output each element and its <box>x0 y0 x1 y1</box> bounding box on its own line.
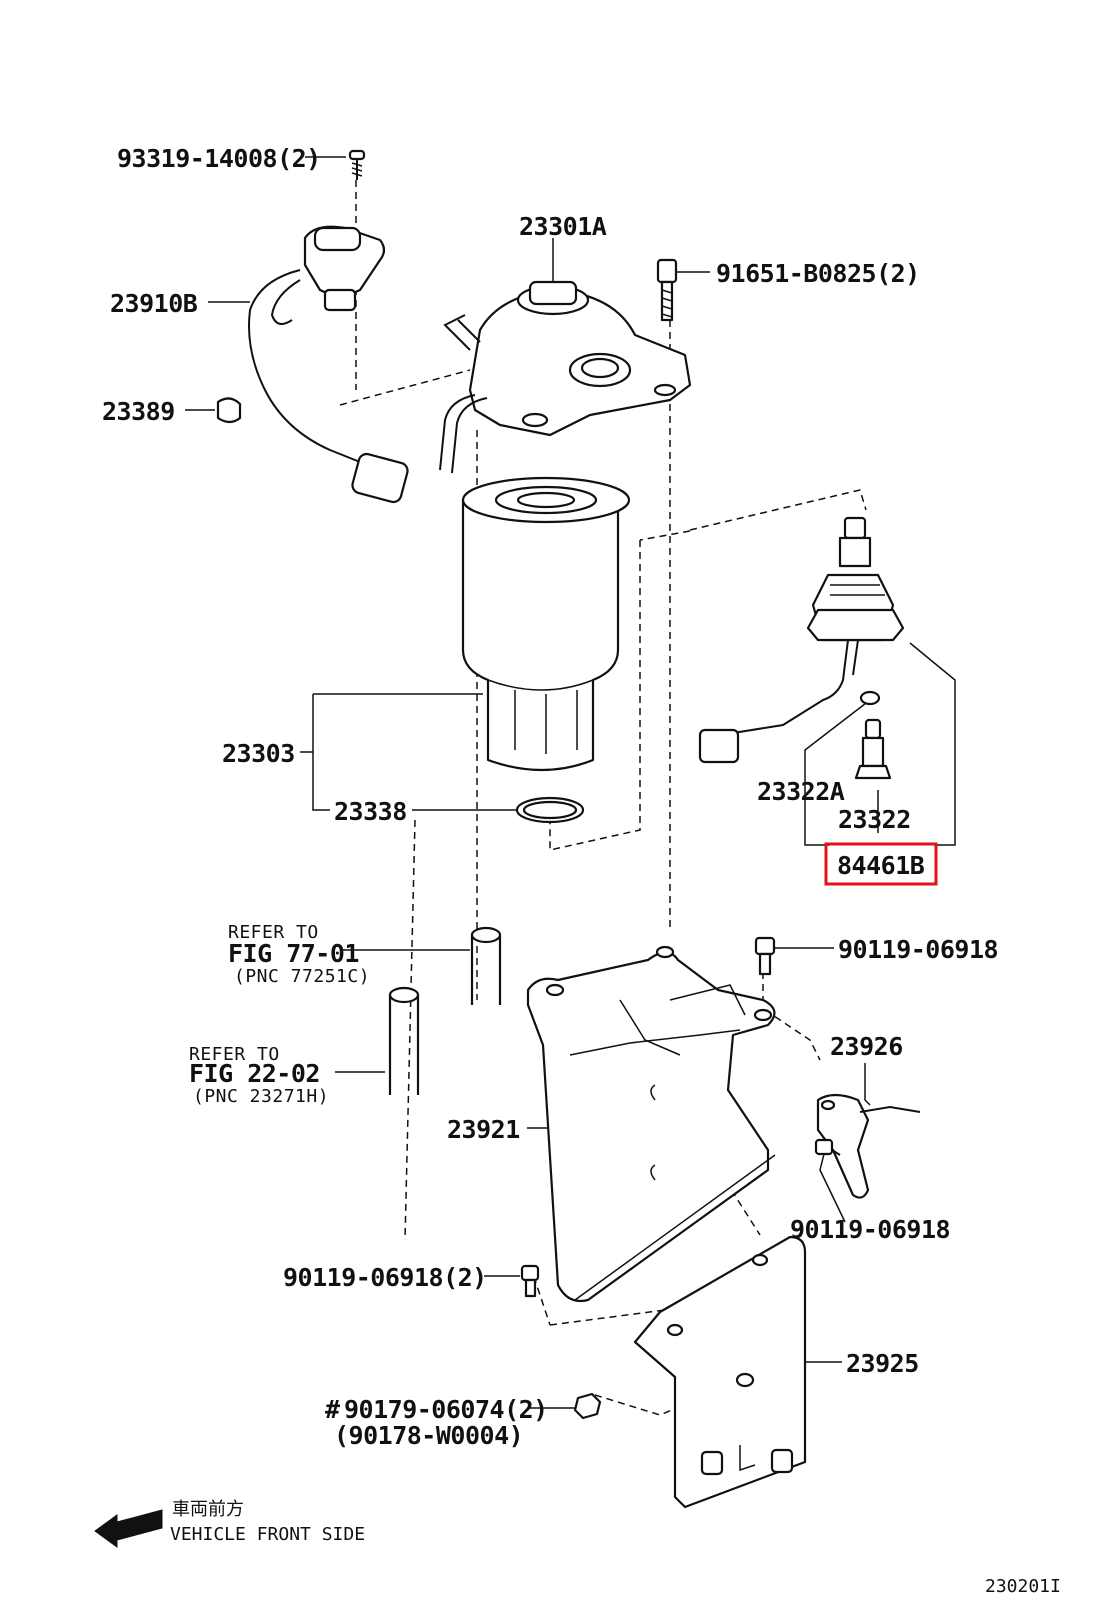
figure-id: 230201I <box>985 1576 1061 1597</box>
label-90119-top[interactable]: 90119-06918 <box>838 935 999 964</box>
hose-refer-77-01-icon <box>470 926 502 1005</box>
o-ring-23338-icon <box>515 796 585 824</box>
label-84461B[interactable]: 84461B <box>837 851 925 880</box>
part-labels: 93319-14008(2) 23301A 91651-B0825(2) 239… <box>102 144 999 1450</box>
nut-90179-icon <box>573 1392 602 1420</box>
hose-refer-22-02-icon <box>388 986 420 1095</box>
label-23301A[interactable]: 23301A <box>519 212 607 241</box>
label-90179-mark: # <box>325 1395 340 1424</box>
bracket-23926-icon <box>816 1093 921 1199</box>
ref1-line1: REFER TO <box>228 922 319 943</box>
label-93319[interactable]: 93319-14008(2) <box>117 144 321 173</box>
reference-note-22-02: REFER TO FIG 22-02 (PNC 23271H) <box>189 1044 329 1107</box>
direction-en: VEHICLE FRONT SIDE <box>170 1524 365 1545</box>
clamp-23389-icon <box>216 397 242 424</box>
label-23926[interactable]: 23926 <box>830 1032 903 1061</box>
ref2-line3: (PNC 23271H) <box>193 1086 329 1107</box>
bolt-90119-left-icon <box>520 1264 540 1298</box>
ref2-line1: REFER TO <box>189 1044 280 1065</box>
label-23389[interactable]: 23389 <box>102 397 175 426</box>
bracket-23921-icon <box>526 945 776 1303</box>
ref1-line3: (PNC 77251C) <box>234 966 370 987</box>
sensor-assembly-84461B-icon <box>698 516 905 780</box>
label-90119-left[interactable]: 90119-06918(2) <box>283 1263 487 1292</box>
label-23921[interactable]: 23921 <box>447 1115 520 1144</box>
label-91651[interactable]: 91651-B0825(2) <box>716 259 920 288</box>
label-23338[interactable]: 23338 <box>334 797 407 826</box>
label-23303[interactable]: 23303 <box>222 739 295 768</box>
screw-93319-icon <box>348 149 366 180</box>
label-23322[interactable]: 23322 <box>838 805 911 834</box>
label-90119-mid[interactable]: 90119-06918 <box>790 1215 951 1244</box>
label-90178[interactable]: (90178-W0004) <box>334 1421 524 1450</box>
bolt-90119-mid-icon <box>814 1138 841 1156</box>
label-23910B[interactable]: 23910B <box>110 289 198 318</box>
label-23925[interactable]: 23925 <box>846 1349 919 1378</box>
plate-23925-icon <box>633 1235 807 1509</box>
filter-element-23303-icon <box>461 476 631 772</box>
bolt-90119-top-icon <box>754 936 776 976</box>
ref1-line2[interactable]: FIG 77-01 <box>228 939 359 968</box>
front-arrow-icon <box>94 1509 163 1548</box>
sensor-23910B-icon <box>248 225 409 504</box>
label-23322A[interactable]: 23322A <box>757 777 845 806</box>
bolt-91651-icon <box>656 258 678 322</box>
vehicle-front-indicator: 車両前方 VEHICLE FRONT SIDE <box>94 1499 365 1548</box>
ref2-line2[interactable]: FIG 22-02 <box>189 1059 320 1088</box>
filter-head-23301A-icon <box>439 280 692 474</box>
direction-jp: 車両前方 <box>172 1499 244 1520</box>
leader-lines <box>185 156 956 1409</box>
label-90179[interactable]: 90179-06074(2) <box>344 1395 548 1424</box>
reference-note-77-01: REFER TO FIG 77-01 (PNC 77251C) <box>228 922 370 987</box>
highlight-box <box>824 842 938 886</box>
